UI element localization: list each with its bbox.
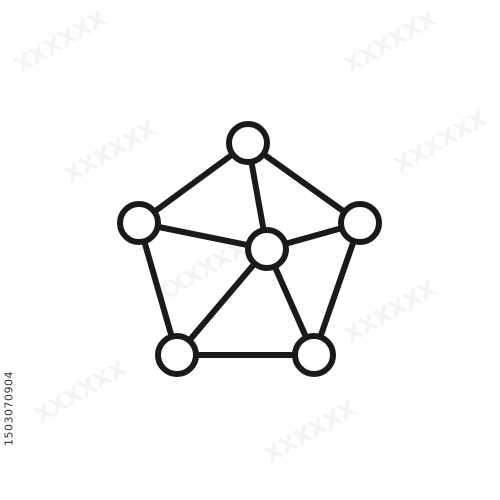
edge-center-bottomleft: [174, 246, 270, 358]
node-bottom-right: [292, 333, 336, 377]
edge-top-left: [136, 140, 251, 226]
node-top: [226, 121, 270, 165]
edge-top-right: [245, 140, 363, 226]
edge-left-bottomleft: [136, 220, 180, 358]
node-left: [117, 201, 161, 245]
stock-id-label: 1503070904: [2, 371, 16, 446]
node-right: [338, 201, 382, 245]
graph-nodes: [117, 121, 382, 377]
node-bottom-left: [155, 333, 199, 377]
node-center: [245, 227, 289, 271]
edge-right-bottomright: [311, 220, 363, 358]
